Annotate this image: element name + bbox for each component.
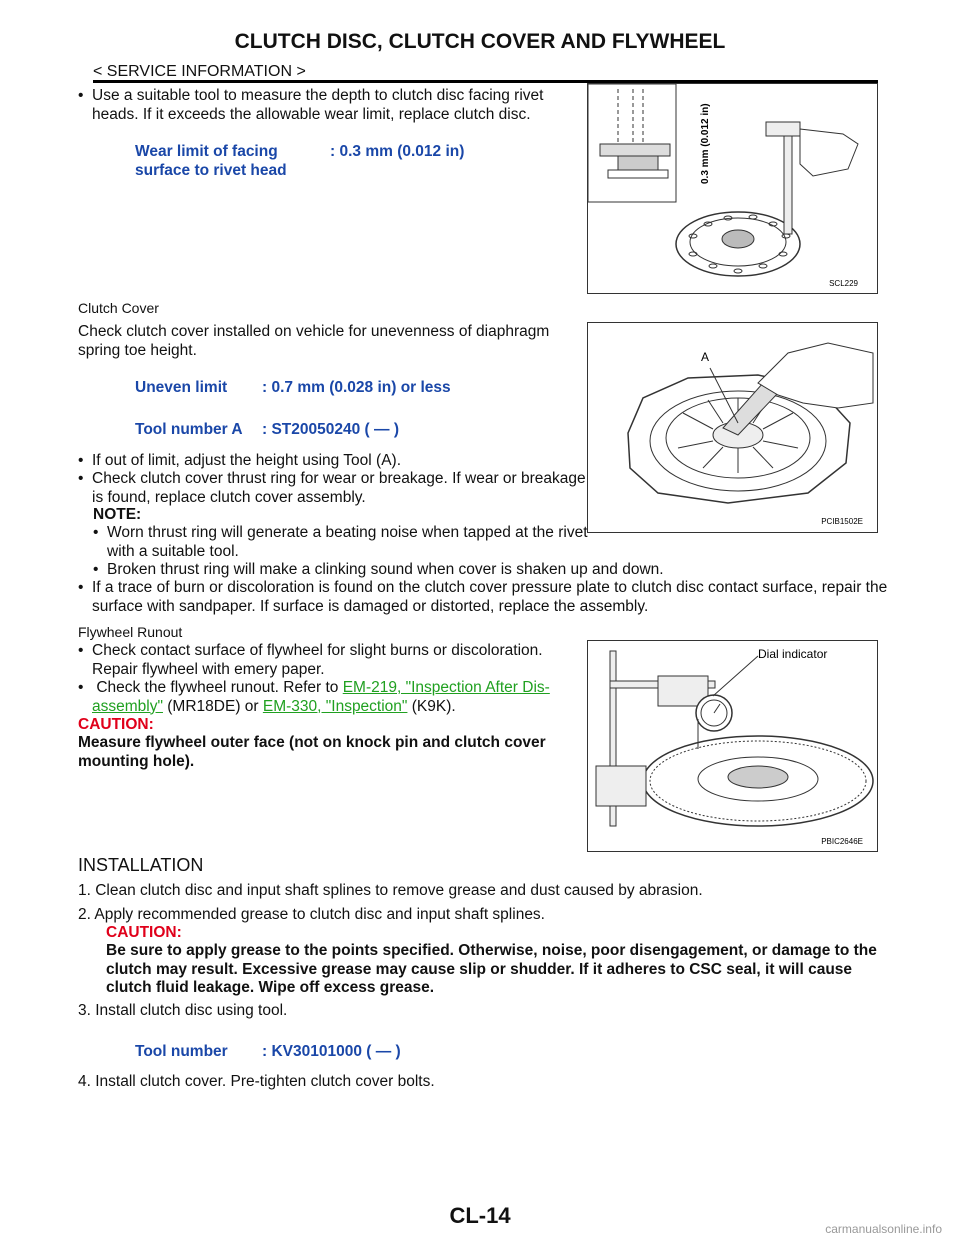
flywheel-ref-mid: (MR18DE) or [162,697,263,715]
tool-a-callout: A [701,350,709,364]
cover-bullet-1: If out of limit, adjust the height using… [78,452,592,471]
dial-indicator-callout: Dial indicator [758,647,827,661]
figure-rivet-depth: 0.3 mm (0.012 in) SCL229 [587,83,878,294]
installation-heading: INSTALLATION [78,855,204,875]
header-rule [93,80,878,83]
rivet-depth-label: 0.3 mm (0.012 in) [700,103,711,184]
flywheel-caution-text: Measure flywheel outer face (not on knoc… [78,734,546,770]
wear-spec-value: : 0.3 mm (0.012 in) [330,143,465,160]
rivet-depth-illustration: 0.3 mm (0.012 in) SCL229 [588,84,859,288]
figure-id-scl229: SCL229 [829,279,858,288]
clutch-cover-intro: Check clutch cover installed on vehicle … [78,323,550,359]
installation-step-3: 3. Install clutch disc using tool. [78,1002,288,1019]
uneven-limit-value: : 0.7 mm (0.028 in) or less [262,379,451,396]
flywheel-heading: Flywheel Runout [78,624,183,640]
link-em-219[interactable]: EM-219, "Inspection After Dis- assembly" [92,679,550,715]
clutch-cover-illustration: A PCIB1502E [627,342,874,526]
clutch-cover-heading: Clutch Cover [78,300,159,316]
tool-a-value: : ST20050240 ( — ) [262,421,399,438]
note-2: Broken thrust ring will make a clinking … [93,561,897,580]
uneven-limit-label: Uneven limit [135,379,228,396]
tool-kv-value: : KV30101000 ( — ) [262,1043,401,1060]
watermark: carmanualsonline.info [825,1222,942,1236]
flywheel-bullet-1: Check contact surface of flywheel for sl… [78,642,592,679]
installation-step-2: 2. Apply recommended grease to clutch di… [78,906,545,923]
figure-id-pcib1502e: PCIB1502E [821,517,863,526]
installation-caution-label: CAUTION: [106,924,182,941]
wear-spec-label: Wear limit of facing surface to rivet he… [135,143,287,179]
tool-kv-label: Tool number [135,1043,228,1060]
tool-a-label: Tool number A [135,421,243,438]
installation-caution-text: Be sure to apply grease to the points sp… [106,942,877,996]
note-1: Worn thrust ring will generate a beating… [93,524,592,561]
figure-id-pbic2646e: PBIC2646E [821,837,863,846]
cover-bullet-2: Check clutch cover thrust ring for wear … [78,470,592,507]
installation-step-4: 4. Install clutch cover. Pre-tighten clu… [78,1073,435,1090]
section-label: < SERVICE INFORMATION > [93,63,306,80]
link-em-219-line2: assembly" [92,697,163,715]
page-title: CLUTCH DISC, CLUTCH COVER AND FLYWHEEL [234,30,726,53]
wear-bullet: Use a suitable tool to measure the depth… [78,87,592,124]
dial-indicator-illustration: Dial indicator PBIC2646E [595,647,874,846]
flywheel-ref-prefix: Check the flywheel runout. Refer to [96,679,343,696]
cover-bullet-3: If a trace of burn or discoloration is f… [78,579,892,616]
installation-step-1: 1. Clean clutch disc and input shaft spl… [78,882,703,899]
figure-dial-indicator: Dial indicator PBIC2646E [587,640,878,852]
link-em-330[interactable]: EM-330, "Inspection" [262,697,408,715]
flywheel-bullet-2: Check the flywheel runout. Refer to EM-2… [78,679,592,716]
flywheel-ref-post: (K9K). [407,697,456,715]
flywheel-caution-label: CAUTION: [78,716,154,733]
link-em-219-line1: EM-219, "Inspection After Dis- [342,679,550,696]
page-number: CL-14 [449,1203,511,1228]
figure-clutch-cover: A PCIB1502E [587,322,878,533]
note-label: NOTE: [93,506,142,523]
